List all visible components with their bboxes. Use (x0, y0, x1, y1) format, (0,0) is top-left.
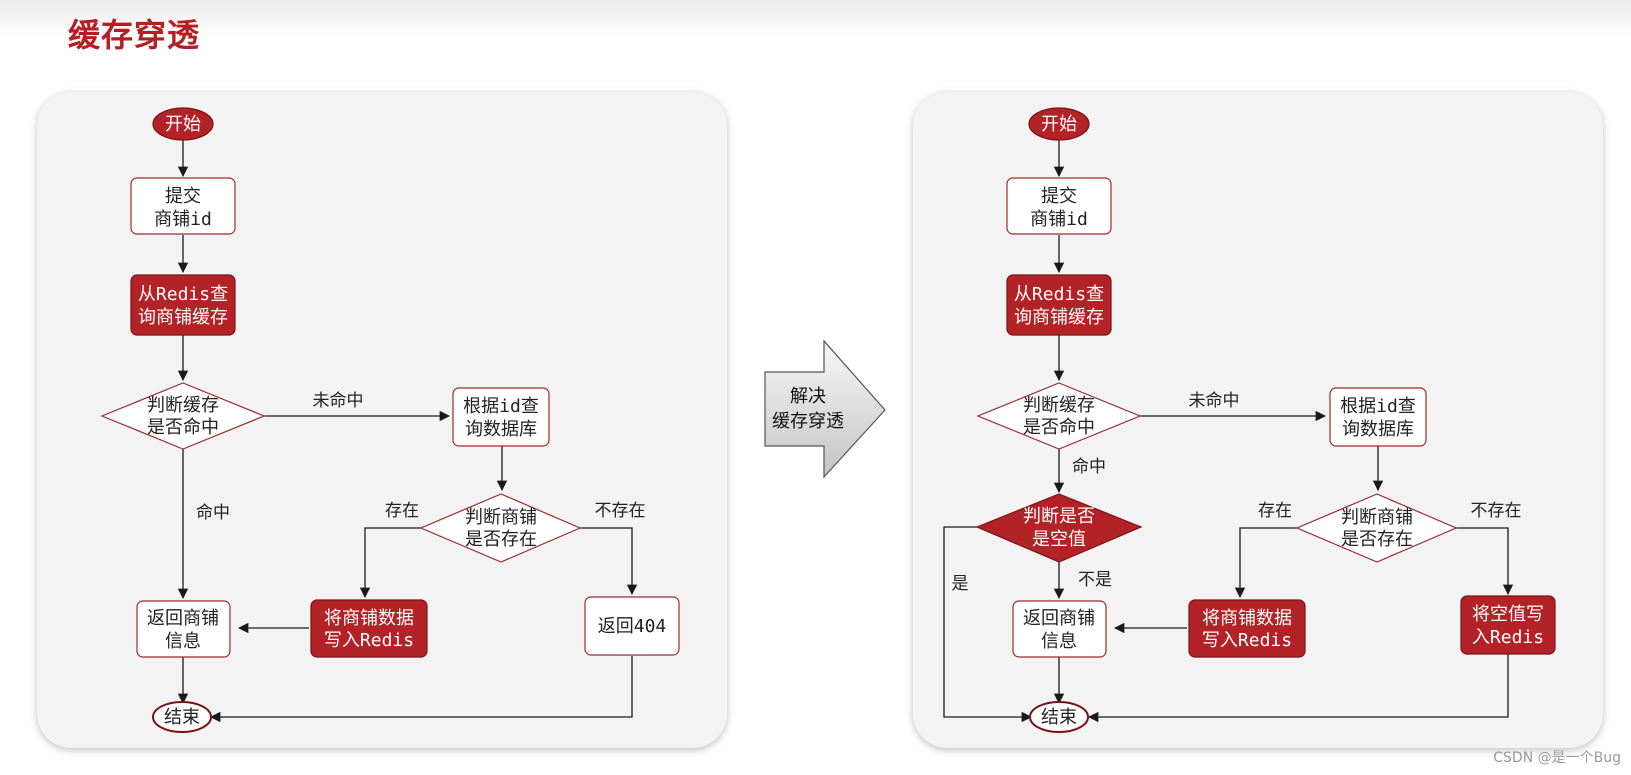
right-return-info-node: 返回商铺 信息 (1012, 600, 1107, 658)
right-check-null-node: 判断是否 是空值 (975, 493, 1143, 563)
right-return-info-line2: 信息 (1041, 631, 1077, 652)
right-write-null-line2: 入Redis (1472, 627, 1544, 648)
left-end-node: 结束 (152, 701, 212, 733)
right-query-db-node: 根据id查 询数据库 (1329, 387, 1427, 447)
left-write-redis-node: 将商铺数据 写入Redis (310, 599, 428, 658)
right-check-cache-node: 判断缓存 是否命中 (976, 382, 1142, 450)
left-start-label: 开始 (165, 114, 201, 135)
left-flowchart: 开始 提交 商铺id 从Redis查 询商铺缓存 判断缓存 是否命中 未命中 命… (100, 107, 680, 733)
watermark: CSDN @是一个Bug (1493, 750, 1621, 766)
right-query-db-line2: 询数据库 (1342, 419, 1414, 440)
left-submit-node: 提交 商铺id (130, 177, 236, 235)
right-write-null-node: 将空值写 入Redis (1460, 595, 1556, 655)
transition-arrow-line2: 缓存穿透 (772, 411, 844, 432)
right-check-shop-line1: 判断商铺 (1341, 507, 1413, 528)
left-not-exists-label: 不存在 (595, 501, 646, 521)
left-query-db-line2: 询数据库 (465, 419, 537, 440)
left-start-node: 开始 (152, 107, 214, 141)
left-query-redis-node: 从Redis查 询商铺缓存 (130, 274, 236, 336)
left-query-db-node: 根据id查 询数据库 (452, 387, 550, 447)
left-check-shop-line1: 判断商铺 (465, 507, 537, 528)
right-submit-node: 提交 商铺id (1006, 177, 1112, 235)
right-hit-label: 命中 (1072, 457, 1106, 477)
right-check-shop-line2: 是否存在 (1341, 529, 1413, 550)
right-check-null-line2: 是空值 (1032, 529, 1086, 550)
right-write-null-line1: 将空值写 (1472, 604, 1544, 625)
left-return-404-label: 返回404 (598, 616, 667, 637)
left-end-label: 结束 (164, 707, 200, 728)
right-query-redis-node: 从Redis查 询商铺缓存 (1006, 274, 1112, 336)
left-submit-line1: 提交 (165, 186, 201, 207)
right-write-redis-node: 将商铺数据 写入Redis (1188, 599, 1306, 658)
right-yes-label: 是 (952, 574, 969, 594)
left-query-db-line1: 根据id查 (463, 396, 539, 417)
right-exists-label: 存在 (1258, 501, 1292, 521)
right-return-info-line1: 返回商铺 (1023, 608, 1095, 629)
left-return-info-line2: 信息 (165, 631, 201, 652)
header-band (0, 0, 1631, 40)
left-return-info-node: 返回商铺 信息 (136, 600, 231, 658)
right-query-redis-line1: 从Redis查 (1014, 284, 1104, 305)
page-title: 缓存穿透 (68, 16, 201, 54)
right-query-redis-line2: 询商铺缓存 (1014, 307, 1104, 328)
transition-arrow-line1: 解决 (790, 386, 826, 407)
left-return-info-line1: 返回商铺 (147, 608, 219, 629)
left-query-redis-line1: 从Redis查 (138, 284, 228, 305)
left-write-redis-line2: 写入Redis (324, 630, 414, 651)
right-start-node: 开始 (1028, 107, 1090, 141)
left-check-shop-node: 判断商铺 是否存在 (419, 493, 582, 563)
left-check-cache-line1: 判断缓存 (147, 395, 219, 416)
left-submit-line2: 商铺id (154, 209, 212, 230)
right-submit-line1: 提交 (1041, 186, 1077, 207)
left-exists-label: 存在 (385, 501, 419, 521)
right-check-null-line1: 判断是否 (1023, 506, 1095, 527)
left-miss-label: 未命中 (313, 391, 364, 411)
right-flowchart: 开始 提交 商铺id 从Redis查 询商铺缓存 判断缓存 是否命中 未命中 命… (943, 107, 1556, 733)
left-check-shop-line2: 是否存在 (465, 529, 537, 550)
left-query-redis-line2: 询商铺缓存 (138, 307, 228, 328)
right-submit-line2: 商铺id (1030, 209, 1088, 230)
right-check-cache-line1: 判断缓存 (1023, 395, 1095, 416)
right-not-exists-label: 不存在 (1471, 501, 1522, 521)
transition-arrow: 解决 缓存穿透 (764, 339, 886, 479)
right-write-redis-line2: 写入Redis (1202, 630, 1292, 651)
right-miss-label: 未命中 (1189, 391, 1240, 411)
right-end-node: 结束 (1029, 701, 1089, 733)
right-no-label: 不是 (1078, 570, 1112, 590)
right-write-redis-line1: 将商铺数据 (1202, 608, 1292, 629)
left-check-cache-line2: 是否命中 (147, 417, 219, 438)
left-return-404-node: 返回404 (584, 596, 680, 656)
right-start-label: 开始 (1041, 114, 1077, 135)
right-check-shop-node: 判断商铺 是否存在 (1295, 493, 1458, 563)
left-check-cache-node: 判断缓存 是否命中 (100, 382, 266, 450)
right-check-cache-line2: 是否命中 (1023, 417, 1095, 438)
left-write-redis-line1: 将商铺数据 (324, 608, 414, 629)
left-hit-label: 命中 (196, 503, 230, 523)
right-end-label: 结束 (1041, 707, 1077, 728)
right-query-db-line1: 根据id查 (1340, 396, 1416, 417)
